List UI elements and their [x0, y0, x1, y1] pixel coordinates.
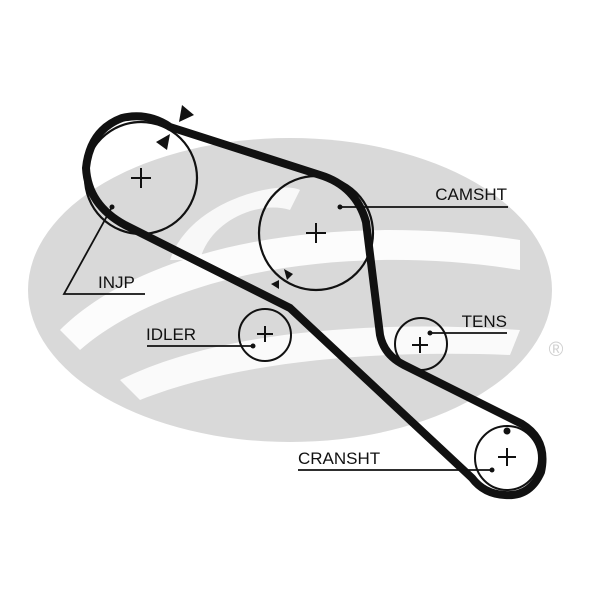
injp-timing-arrow-outer-icon: [179, 105, 194, 122]
label-injp: INJP: [62, 204, 145, 295]
injp-leader-line: [62, 206, 145, 295]
idler-label: IDLER: [146, 325, 196, 344]
label-idler: IDLER: [146, 325, 256, 349]
camsht-timing-arrow-inner-icon: [271, 280, 279, 289]
timing-belt: [82, 112, 547, 500]
camsht-center-mark-icon: [306, 223, 326, 243]
camsht-timing-arrow-outer-icon: [284, 269, 293, 280]
label-cransht: CRANSHT: [298, 449, 495, 473]
tens-leader-dot: [427, 330, 433, 336]
tens-center-mark-icon: [412, 337, 428, 353]
injp-leader-dot: [109, 204, 115, 210]
label-tens: TENS: [427, 312, 507, 336]
injp-timing-arrow-inner-icon: [156, 134, 170, 150]
gates-watermark: ®: [28, 138, 564, 442]
label-camsht: CAMSHT: [337, 185, 508, 210]
idler-leader-dot: [250, 343, 256, 349]
idler-center-mark-icon: [257, 326, 273, 342]
cransht-label: CRANSHT: [298, 449, 380, 468]
camsht-leader-dot: [337, 204, 343, 210]
injp-label: INJP: [98, 273, 135, 292]
camsht-label: CAMSHT: [435, 185, 507, 204]
watermark-letter-g: [170, 187, 300, 260]
pulley-cransht: [474, 425, 540, 491]
registered-mark-icon: ®: [549, 339, 564, 361]
injp-center-mark-icon: [131, 168, 151, 188]
idler-pulley-circle: [238, 308, 292, 362]
tens-label: TENS: [462, 312, 507, 331]
cransht-timing-dot-icon: [503, 427, 511, 435]
watermark-swoosh: [60, 230, 520, 350]
cransht-center-mark-icon: [498, 448, 516, 466]
cransht-leader-dot: [489, 467, 495, 473]
pulley-idler: [238, 308, 292, 362]
